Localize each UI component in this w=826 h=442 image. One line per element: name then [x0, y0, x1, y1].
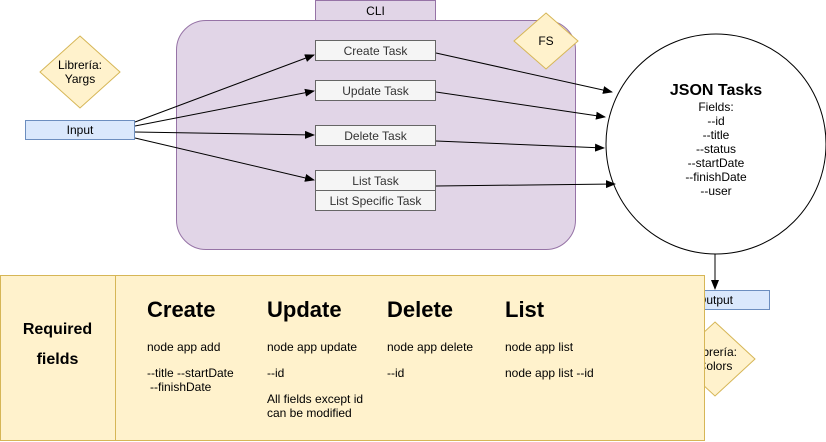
- create-to-json-arrow: [435, 52, 613, 94]
- list-task-box: List Task: [315, 170, 436, 191]
- delete-task-box: Delete Task: [315, 125, 436, 146]
- fs-label: FS: [538, 34, 554, 48]
- update-note-1: All fields except id: [267, 392, 364, 406]
- colors-line2: Colors: [697, 359, 733, 373]
- json-fields-label: Fields:: [698, 100, 734, 114]
- required-fields-panel: [0, 275, 705, 441]
- list-cmd-2: node app list --id: [505, 366, 594, 380]
- input-to-create-arrow: [134, 54, 315, 123]
- input-to-update-arrow: [134, 88, 315, 127]
- input-to-delete-arrow: [134, 130, 315, 139]
- create-title: Create: [147, 297, 216, 322]
- update-task-box: Update Task: [315, 80, 436, 101]
- json-field: --status: [695, 142, 736, 156]
- json-tasks-title: JSON Tasks: [669, 82, 763, 99]
- delete-cmd: node app delete: [387, 340, 474, 354]
- list-column: List node app list node app list --id: [505, 297, 625, 380]
- yargs-line1: Librería:: [57, 58, 103, 72]
- update-cmd: node app update: [267, 340, 358, 354]
- yargs-label: Librería:Yargs: [40, 57, 120, 87]
- json-field: --user: [700, 184, 732, 198]
- create-args-1: --title --startDate: [147, 366, 234, 380]
- delete-to-json-arrow: [435, 140, 605, 152]
- delete-args: --id: [387, 366, 405, 380]
- fs-diamond: [513, 12, 579, 70]
- input-box: Input: [25, 120, 135, 140]
- create-cmd: node app add: [147, 340, 221, 354]
- input-to-list-arrow: [134, 137, 315, 182]
- list-specific-task-box: List Specific Task: [315, 190, 436, 211]
- delete-title: Delete: [387, 297, 454, 322]
- yargs-diamond: [39, 35, 121, 109]
- update-column: Update node app update --id All fields e…: [267, 297, 382, 420]
- list-to-json-arrow: [435, 180, 616, 189]
- json-field: --title: [702, 128, 730, 142]
- json-tasks-text: JSON Tasks Fields: --id --title --status…: [636, 82, 796, 202]
- delete-column: Delete node app delete --id: [387, 297, 497, 380]
- required-fields-label: Required fields: [0, 315, 115, 385]
- update-args: --id: [267, 366, 285, 380]
- list-cmd: node app list: [505, 340, 574, 354]
- required-line1: Required: [22, 321, 93, 338]
- json-field: --finishDate: [685, 170, 747, 184]
- update-to-json-arrow: [435, 91, 606, 120]
- json-field: --id: [707, 114, 725, 128]
- create-args-2: --finishDate: [150, 380, 212, 394]
- required-line2: fields: [36, 351, 79, 368]
- yargs-line2: Yargs: [64, 72, 96, 86]
- create-task-box: Create Task: [315, 40, 436, 61]
- json-tasks-circle: [605, 33, 826, 255]
- panel-divider: [115, 275, 116, 441]
- update-title: Update: [267, 297, 342, 322]
- json-field: --startDate: [687, 156, 745, 170]
- update-note-2: can be modified: [267, 406, 352, 420]
- create-column: Create node app add --title --startDate …: [147, 297, 262, 394]
- list-title: List: [505, 297, 545, 322]
